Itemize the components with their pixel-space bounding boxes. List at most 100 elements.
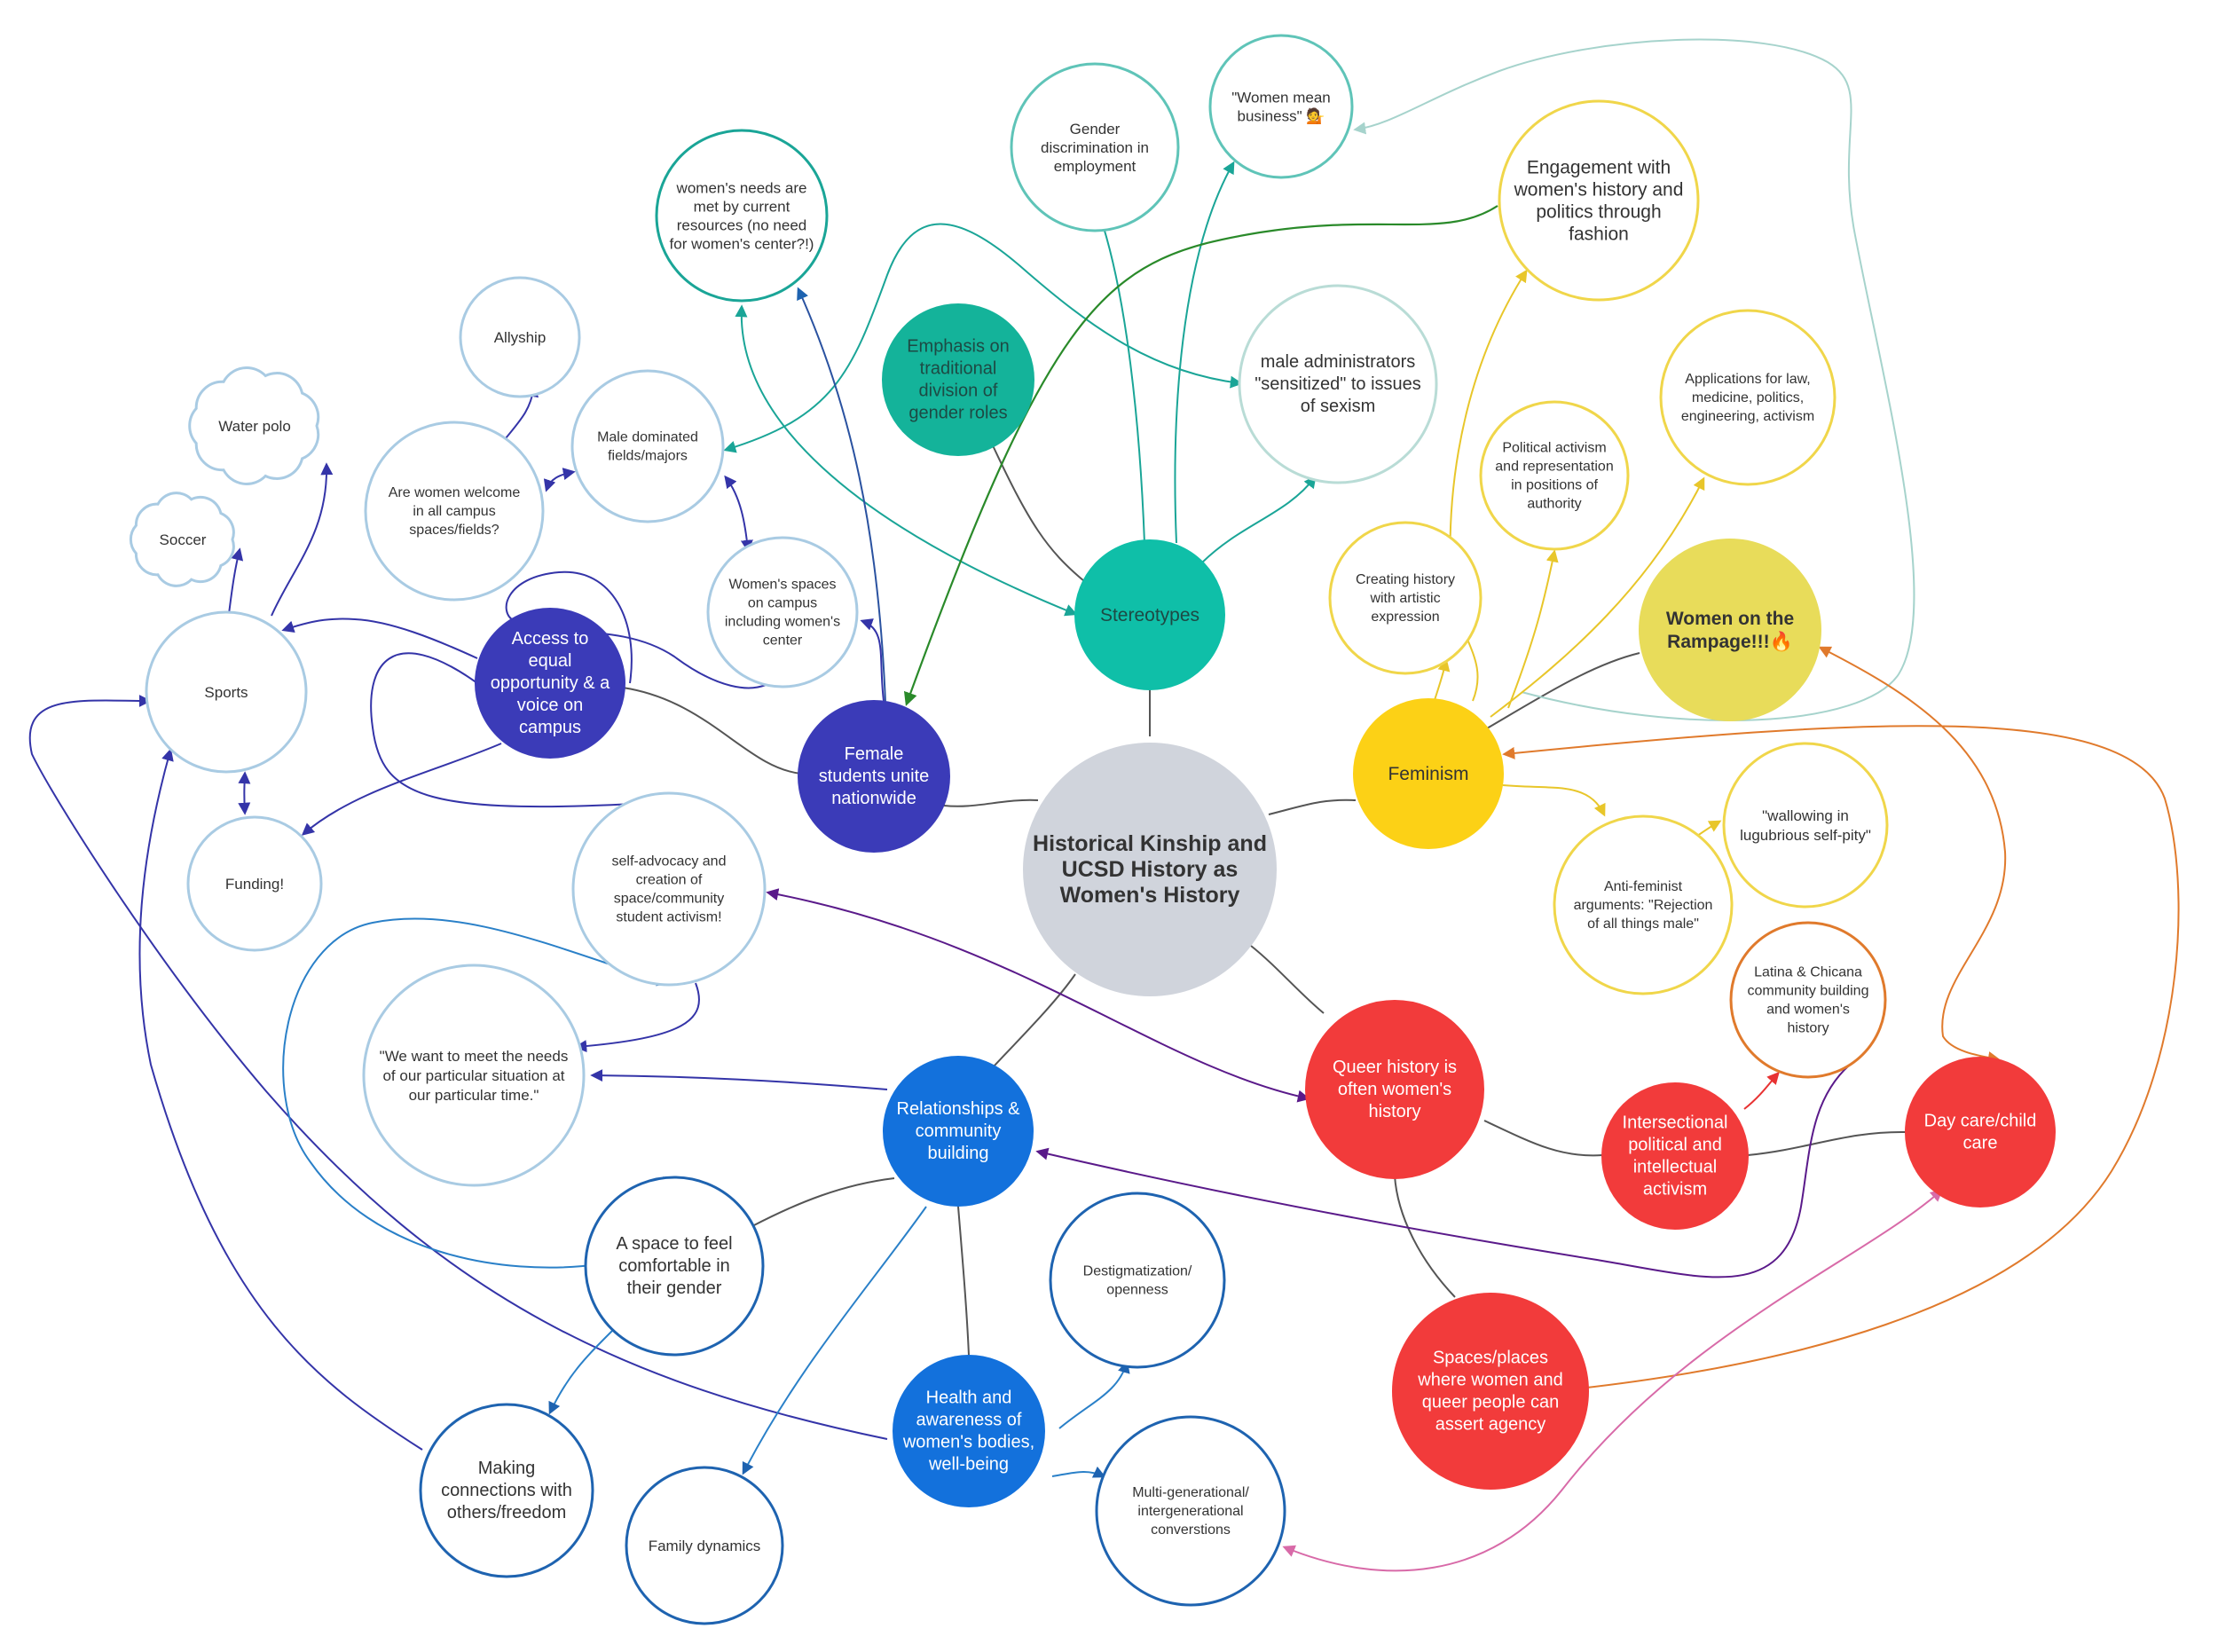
node-gender-disc-line: Gender <box>1070 121 1121 138</box>
node-male-dominated-line: fields/majors <box>608 448 688 463</box>
node-relationships-line: community <box>916 1121 1002 1141</box>
node-comfortable-line: their gender <box>627 1278 722 1298</box>
node-emphasis-line: Emphasis on <box>907 337 1010 357</box>
node-male-admin-line: "sensitized" to issues <box>1255 374 1421 394</box>
node-soccer-line: Soccer <box>160 531 207 548</box>
node-we-want-circle <box>362 964 586 1187</box>
node-stereotypes[interactable]: Stereotypes <box>1074 539 1225 690</box>
node-creating-circle <box>1328 521 1483 675</box>
node-sports[interactable]: Sports <box>145 610 308 774</box>
node-allyship[interactable]: Allyship <box>459 276 581 398</box>
node-self-advocacy-line: self-advocacy and <box>612 854 727 869</box>
node-health-line: Health and <box>926 1388 1012 1408</box>
node-family-line: Family dynamics <box>649 1538 761 1554</box>
edge-making-sports <box>138 748 423 1451</box>
node-comfortable-circle <box>584 1176 765 1357</box>
node-emphasis-line: traditional <box>920 359 997 379</box>
node-access-line: equal <box>529 651 572 671</box>
node-womens-spaces-circle <box>706 536 859 688</box>
edge-feminism-political <box>1507 549 1559 709</box>
node-female-students-line: Female <box>845 744 904 764</box>
node-relationships-line: building <box>928 1144 989 1163</box>
node-male-admin-line: of sexism <box>1301 397 1375 416</box>
node-destig[interactable]: Destigmatization/openness <box>1049 1192 1226 1369</box>
node-health-line: women's bodies, <box>902 1433 1034 1452</box>
connector-layer <box>28 38 2180 1572</box>
node-feminism[interactable]: Feminism <box>1353 698 1504 849</box>
node-female-students-line: students unite <box>819 767 930 786</box>
node-female-students-line: nationwide <box>831 789 916 808</box>
node-funding[interactable]: Funding! <box>186 815 323 952</box>
node-soccer[interactable]: Soccer <box>129 492 235 587</box>
node-destig-circle <box>1049 1192 1226 1369</box>
edge-queer-self-advocacy <box>766 888 1310 1103</box>
node-spaces-places-line: assert agency <box>1435 1415 1546 1435</box>
node-water-polo[interactable]: Water polo <box>188 366 320 485</box>
node-allyship-line: Allyship <box>494 329 547 346</box>
node-family-label: Family dynamics <box>649 1538 761 1554</box>
edge-comfortable-self-advocacy <box>282 917 670 1269</box>
node-male-admin[interactable]: male administrators"sensitized" to issue… <box>1238 284 1438 484</box>
node-engagement-line: fashion <box>1569 224 1629 244</box>
node-political-line: in positions of <box>1511 477 1598 492</box>
node-male-admin-line: male administrators <box>1261 352 1416 372</box>
node-anti-feminist-line: Anti-feminist <box>1604 879 1683 894</box>
node-needs-met-line: women's needs are <box>676 179 807 196</box>
node-needs-met-line: for women's center?!) <box>670 235 814 252</box>
node-latina-line: and women's <box>1766 1002 1850 1017</box>
node-spaces-places-circle <box>1392 1293 1589 1490</box>
node-daycare-line: care <box>1963 1134 1998 1153</box>
node-feminism-line: Feminism <box>1388 764 1468 784</box>
node-spaces-places-line: Spaces/places <box>1433 1349 1548 1368</box>
node-rampage-line: Women on the <box>1666 609 1794 629</box>
node-stereotypes-circle <box>1074 539 1225 690</box>
node-female-students[interactable]: Female students unite nationwide <box>798 700 950 853</box>
node-applications-label: Applications for law,medicine, politics,… <box>1681 372 1814 424</box>
node-male-dominated-circle <box>570 369 725 523</box>
edge-needs-met-stereotypes <box>735 304 1078 617</box>
node-applications[interactable]: Applications for law,medicine, politics,… <box>1659 309 1837 486</box>
node-family[interactable]: Family dynamics <box>625 1466 784 1625</box>
node-stereotypes-label: Stereotypes <box>1100 605 1199 625</box>
edge-health-sports <box>28 694 888 1440</box>
node-center-circle <box>1023 743 1277 996</box>
edge-sports-funding <box>238 771 251 815</box>
